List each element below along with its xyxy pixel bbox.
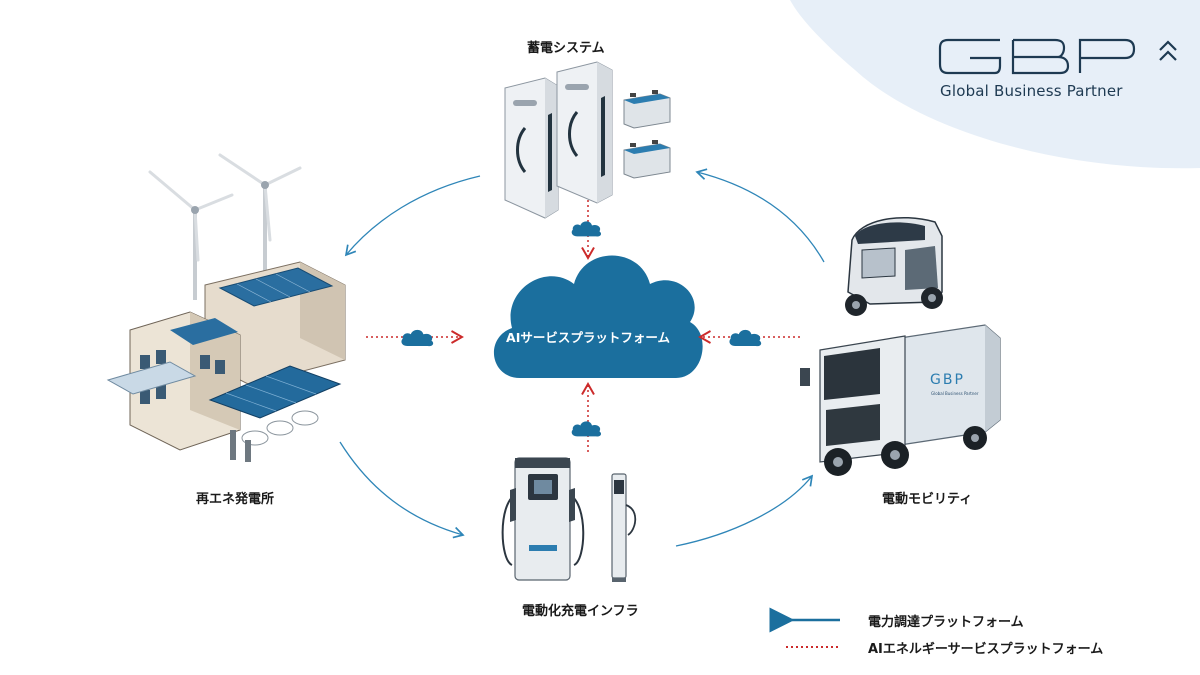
ai-service-platform-cloud	[493, 255, 703, 378]
storage-system-label: 蓄電システム	[527, 41, 605, 56]
brand-name: Global Business Partner	[940, 82, 1123, 100]
platform-label: AIサービスプラットフォーム	[506, 330, 670, 345]
charging-station-illustration	[501, 457, 637, 582]
brand-corner	[790, 0, 1200, 169]
small-cloud-icon	[401, 329, 434, 347]
charging-infra-label: 電動化充電インフラ	[522, 604, 639, 619]
legend	[769, 607, 840, 648]
arrow-storage-to-plant	[344, 175, 481, 257]
truck-logo-subtitle: Global Business Partner	[931, 391, 979, 396]
arrow-plant-to-charging	[339, 441, 465, 539]
storage-system-illustration	[504, 61, 671, 219]
renewable-plant-illustration	[106, 153, 346, 462]
tuk-tuk-illustration	[845, 216, 943, 316]
gbp-logo	[938, 38, 1177, 75]
legend-solid-label: 電力調達プラットフォーム	[868, 615, 1024, 630]
arrow-mobility-to-storage	[695, 168, 825, 263]
battery-icon	[623, 140, 671, 179]
renewable-plant-label: 再エネ発電所	[196, 492, 275, 507]
procurement-cycle-arrows	[339, 168, 825, 547]
small-cloud-icon	[571, 221, 602, 237]
arrow-charging-to-mobility	[675, 474, 814, 547]
battery-icon	[623, 90, 671, 129]
truck-logo: GBP	[930, 372, 965, 388]
small-cloud-icon	[729, 329, 762, 347]
truck-illustration: GBP Global Business Partner	[800, 324, 1001, 476]
mobility-label: 電動モビリティ	[882, 492, 973, 507]
legend-dotted-label: AIエネルギーサービスプラットフォーム	[868, 642, 1104, 657]
small-cloud-icon	[571, 421, 602, 437]
